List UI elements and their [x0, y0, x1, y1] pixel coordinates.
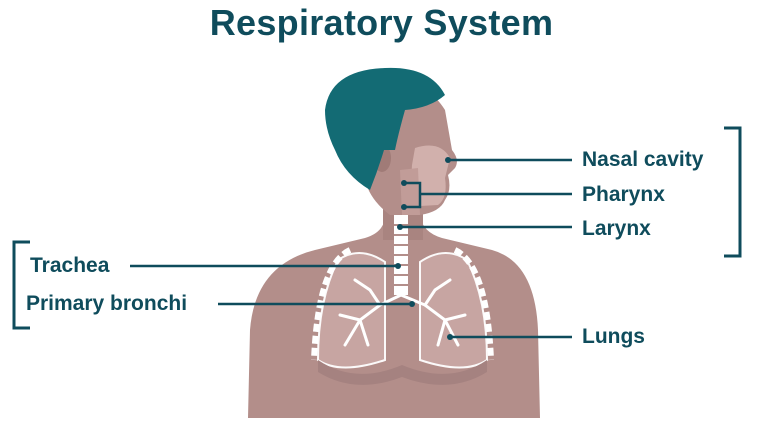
label-nasal-cavity: Nasal cavity — [582, 148, 703, 172]
label-trachea: Trachea — [30, 254, 109, 278]
label-lungs: Lungs — [582, 325, 645, 349]
label-primary-bronchi: Primary bronchi — [26, 292, 187, 316]
label-pharynx: Pharynx — [582, 183, 665, 207]
label-larynx: Larynx — [582, 217, 651, 241]
upper-tract-bracket — [724, 128, 740, 256]
trachea-rings — [394, 225, 408, 285]
